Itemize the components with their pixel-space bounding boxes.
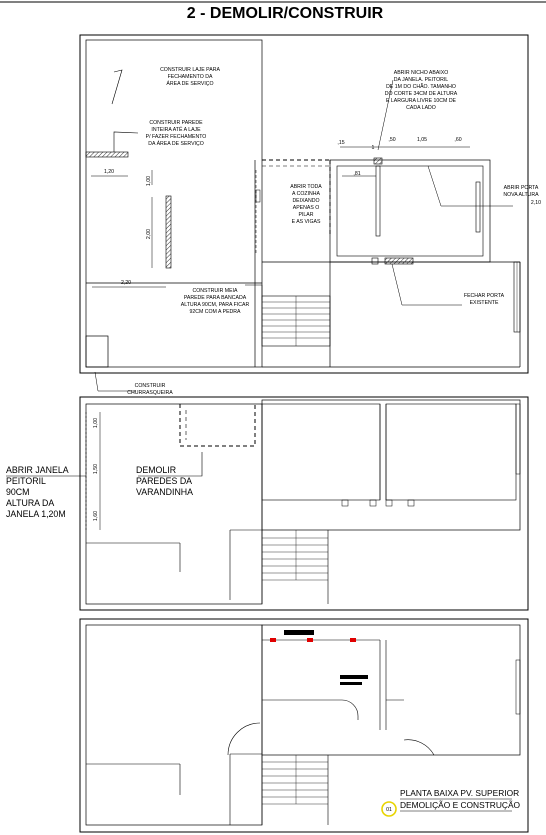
page-title: 2 - DEMOLIR/CONSTRUIR [187,5,384,22]
note-nicho-3: DE 1M DO CHÃO. TAMANHO [386,83,456,90]
note-parede-1: CONSTRUIR PAREDE [149,120,203,126]
note-parede-3: P/ FAZER FECHAMENTO [146,134,207,140]
note-janela-3: 90CM [6,487,29,497]
note-churr-1: CONSTRUIR [135,383,166,389]
note-cozinha-5: PILAR [299,212,314,218]
note-meia-1: CONSTRUIR MEIA [193,288,239,294]
drawing-legend: 01 PLANTA BAIXA PV. SUPERIOR DEMOLIÇÃO E… [381,788,521,817]
note-nicho-4: DO CORTE 34CM DE ALTURA [385,91,458,97]
note-fechar-1: FECHAR PORTA [464,293,505,299]
note-cozinha-1: ABRIR TODA [290,184,322,190]
dim-120: 1,20 [104,169,114,175]
plan-1 [79,34,529,392]
note-varand-1: DEMOLIR [136,465,176,475]
note-meia-4: 92CM COM A PEDRA [189,309,241,315]
dim-15: ,15 [337,140,344,146]
note-cozinha-4: APENAS O [293,205,320,211]
note-nicho-1: ABRIR NICHO ABAIXO [394,70,448,76]
plan3-outer-border [79,618,529,833]
plan1-outer-border [79,34,529,374]
note-laje-3: ÁREA DE SERVIÇO [166,80,213,87]
note-janela-4: ALTURA DA [6,498,54,508]
dim-200: 2,00 [146,229,152,239]
dim-50: ,50 [388,137,395,143]
plan-3 [79,618,529,833]
note-meia-3: ALTURA 90CM, PARA FICAR [181,302,250,308]
dim-105: 1,05 [417,137,427,143]
plan3-markers [270,630,368,685]
note-cozinha-3: DEIXANDO [292,198,319,204]
note-churr-2: CHURRASQUEIRA [127,390,173,396]
plan1-annotations: CONSTRUIR LAJE PARA FECHAMENTO DA ÁREA D… [104,67,541,396]
note-porta-3: 2,10 [531,200,541,206]
note-cozinha-2: A COZINHA [292,191,320,197]
dim-160: 1,60 [93,511,99,521]
plan3-red-mark-2 [307,638,313,642]
dim-220: 2,20 [121,280,131,286]
note-porta-2: NOVA ALTURA [503,192,539,198]
note-parede-2: INTEIRA ATÉ A LAJE [151,126,201,133]
note-varand-2: PAREDES DA [136,476,192,486]
dim-150: 1,50 [93,464,99,474]
dim-60: ,60 [454,137,461,143]
note-nicho-5: E LARGURA LIVRE 10CM DE [386,98,457,104]
note-janela-5: JANELA 1,20M [6,509,66,519]
plan3-black-bar-mid [340,675,368,679]
plan1-inner-outline [85,39,263,368]
note-laje-2: FECHAMENTO DA [168,74,213,80]
dim-100b: 1,00 [93,418,99,428]
legend-number: 01 [386,807,392,813]
note-nicho-6: CADA LADO [406,105,436,111]
plan2-annotations: ABRIR JANELA PEITORIL 90CM ALTURA DA JAN… [6,418,193,521]
note-fechar-2: EXISTENTE [470,300,499,306]
note-laje-1: CONSTRUIR LAJE PARA [160,67,220,73]
legend-line1: PLANTA BAIXA PV. SUPERIOR [400,788,519,798]
note-varand-3: VARANDINHA [136,487,193,497]
dim-1l: 1 [372,145,375,151]
note-nicho-2: DA JANELA. PEITORIL [394,77,449,83]
dim-100a: 1,00 [146,176,152,186]
note-janela-2: PEITORIL [6,476,46,486]
note-cozinha-6: E AS VIGAS [292,219,321,225]
note-parede-4: DA ÁREA DE SERVIÇO [148,140,204,147]
plan3-red-mark-1 [270,638,276,642]
legend-line2: DEMOLIÇÃO E CONSTRUÇÃO [400,800,521,810]
plan-2 [6,396,529,611]
plan3-black-bar-mid2 [340,682,362,685]
note-meia-2: PAREDE PARA BANCADA [184,295,247,301]
plan2-outer-border [79,396,529,611]
plan3-red-mark-3 [350,638,356,642]
legend-circle [381,801,397,817]
plan3-black-bar-top [284,630,314,635]
dim-81: ,81 [353,171,360,177]
note-janela-1: ABRIR JANELA [6,465,69,475]
note-porta-1: ABRIR PORTA [504,185,539,191]
